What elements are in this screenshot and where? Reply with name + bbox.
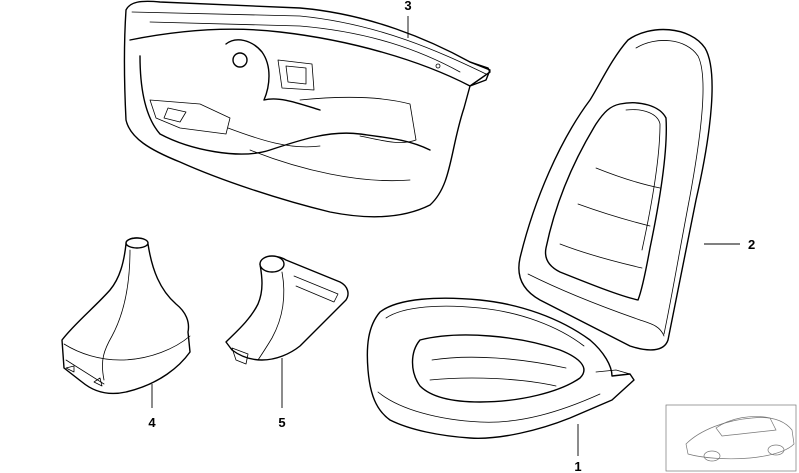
callout-label-5: 5 (278, 415, 285, 430)
callout-1: 1 (574, 424, 582, 473)
handbrake-boot[interactable] (225, 255, 349, 365)
callout-label-3: 3 (404, 0, 411, 13)
door-trim-panel[interactable] (123, 0, 491, 218)
callout-5: 5 (278, 358, 286, 430)
callout-3: 3 (404, 0, 412, 38)
seat-cushion[interactable] (366, 297, 635, 439)
seat-backrest[interactable] (518, 28, 713, 351)
callout-2: 2 (704, 237, 755, 252)
callout-label-1: 1 (574, 459, 581, 473)
vehicle-location-thumbnail (665, 404, 797, 472)
shift-boot[interactable] (61, 237, 191, 395)
callout-label-2: 2 (748, 237, 755, 252)
callout-4: 4 (148, 384, 156, 430)
callout-label-4: 4 (148, 415, 156, 430)
